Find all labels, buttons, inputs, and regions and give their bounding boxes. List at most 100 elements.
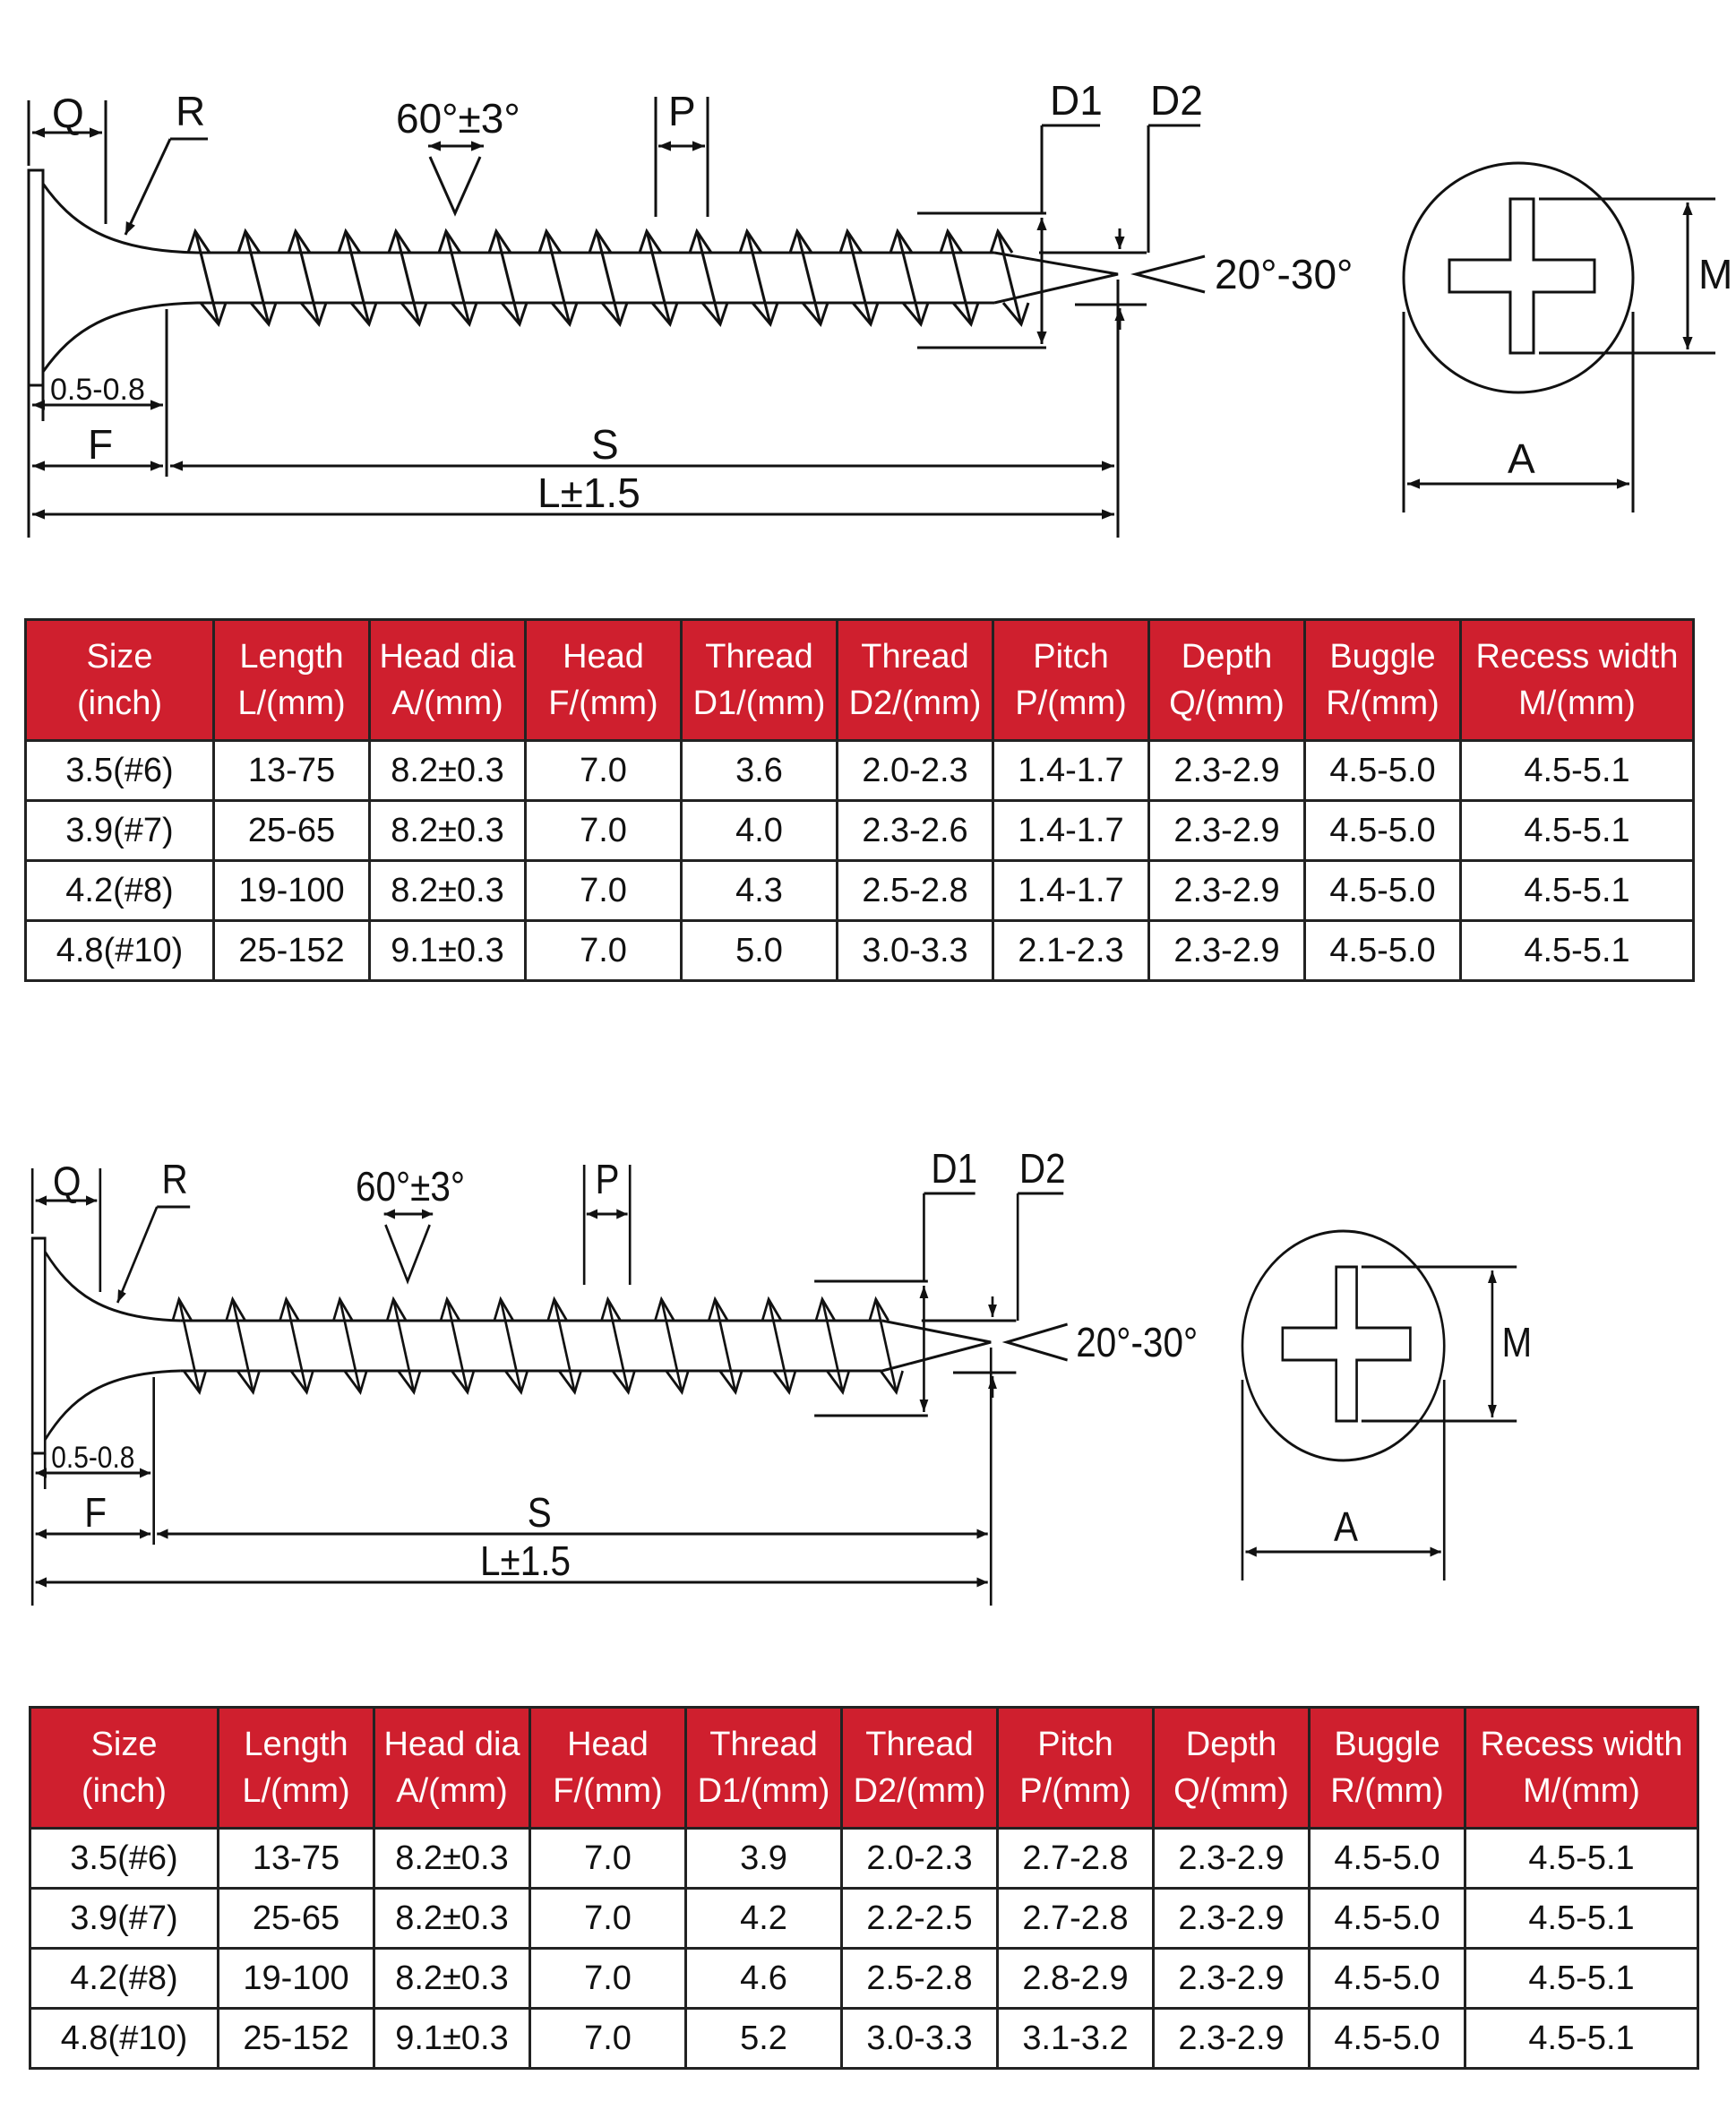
thread-flank	[285, 1298, 308, 1393]
table-cell: 2.5-2.8	[836, 859, 994, 922]
bugle-curve-top	[41, 183, 198, 254]
column-header-line: Pitch	[1037, 1726, 1113, 1763]
column-header-line: (inch)	[81, 1772, 168, 1810]
label-length: L±1.5	[480, 1539, 571, 1585]
column-header-line: Thread	[861, 638, 969, 676]
label-d2: D2	[1150, 77, 1203, 124]
thread-crest-bottom	[1001, 302, 1030, 328]
thread-flank	[553, 1298, 576, 1393]
table-cell: 2.3-2.9	[1152, 1827, 1311, 1890]
column-header-line: Depth	[1181, 638, 1273, 676]
thread-flank	[846, 230, 872, 325]
thread-flank	[444, 230, 471, 325]
phillips-recess-icon	[1448, 197, 1596, 355]
label-s: S	[528, 1491, 552, 1537]
thread-crest-bottom	[901, 302, 930, 328]
thread-crest-bottom	[343, 1370, 368, 1396]
thread-flank	[795, 230, 822, 325]
label-angle: 60°±3°	[356, 1165, 465, 1210]
coarse-thread-section: Q R 60°±3° P D1 D2 20°-30° M A F S L±1.5…	[0, 1068, 1736, 2110]
table-cell: 4.6	[684, 1947, 843, 2010]
column-header-line: Head dia	[383, 1726, 520, 1763]
head-top-view-circle	[1241, 1229, 1446, 1462]
table-cell: 2.7-2.8	[996, 1827, 1155, 1890]
thread-flank	[244, 230, 271, 325]
table-cell: 25-152	[212, 919, 371, 982]
thread-flank	[695, 230, 722, 325]
table-cell: 4.5-5.0	[1303, 739, 1462, 802]
table-cell: 25-65	[217, 1887, 375, 1950]
table-cell: 4.5-5.1	[1464, 1947, 1699, 2010]
table-cell: 4.5-5.0	[1308, 1827, 1466, 1890]
thread-crest-bottom	[450, 302, 478, 328]
table-cell: 4.3	[680, 859, 838, 922]
thread-flank	[394, 230, 421, 325]
thread-crest-top	[279, 1296, 300, 1322]
thread-crest-bottom	[349, 302, 378, 328]
table-cell: 2.5-2.8	[840, 1947, 999, 2010]
thread-flank	[339, 1298, 362, 1393]
column-header-line: D2/(mm)	[848, 685, 982, 722]
label-length: L±1.5	[537, 469, 640, 516]
label-m: M	[1501, 1321, 1532, 1366]
table-cell: 2.3-2.9	[1152, 1887, 1311, 1950]
thread-flank	[660, 1298, 683, 1393]
label-d2: D2	[1019, 1147, 1066, 1193]
r-leader	[116, 1206, 159, 1304]
column-header-line: M/(mm)	[1523, 1772, 1640, 1810]
thread-crest-top	[171, 1296, 193, 1322]
tip-angle-mark	[1130, 254, 1206, 294]
table-cell: 8.2±0.3	[373, 1827, 531, 1890]
table-cell: 2.3-2.9	[1147, 799, 1306, 862]
bugle-curve-bottom	[44, 1369, 181, 1441]
thread-crest-bottom	[665, 1370, 690, 1396]
table-cell: 4.2(#8)	[24, 859, 215, 922]
table-cell: 4.5-5.0	[1303, 799, 1462, 862]
thread-group	[186, 228, 1030, 328]
table-cell: 4.5-5.1	[1459, 919, 1695, 982]
table-cell: 2.8-2.9	[996, 1947, 1155, 2010]
bugle-curve-bottom	[41, 301, 198, 373]
table-cell: 25-152	[217, 2007, 375, 2070]
thread-flank	[874, 1298, 898, 1393]
table-cell: 7.0	[524, 799, 683, 862]
table-cell: 19-100	[212, 859, 371, 922]
column-header-line: Thread	[865, 1726, 974, 1763]
column-header-line: Buggle	[1329, 638, 1436, 676]
thread-crest-bottom	[772, 1370, 797, 1396]
screw-head-plate	[27, 168, 45, 387]
thread-flank	[996, 230, 1023, 325]
thread-crest-bottom	[400, 302, 428, 328]
table-cell: 13-75	[212, 739, 371, 802]
thread-crest-bottom	[289, 1370, 314, 1396]
angle-v-mark	[428, 156, 482, 217]
table-cell: 4.0	[680, 799, 838, 862]
column-header-line: Thread	[709, 1726, 818, 1763]
column-header-line: Recess width	[1475, 638, 1679, 676]
label-tip-angle: 20°-30°	[1215, 251, 1353, 297]
thread-flank	[545, 230, 572, 325]
column-header-line: Depth	[1185, 1726, 1277, 1763]
column-header-line: A/(mm)	[391, 685, 503, 722]
table-cell: 1.4-1.7	[992, 859, 1150, 922]
column-header: Size(inch)	[24, 618, 215, 742]
label-p: P	[595, 1158, 619, 1203]
table-cell: 5.2	[684, 2007, 843, 2070]
thread-flank	[344, 230, 371, 325]
column-header-line: Thread	[705, 638, 813, 676]
label-f: F	[84, 1491, 107, 1537]
thread-crest-bottom	[700, 302, 729, 328]
column-header-line: Head	[567, 1726, 649, 1763]
